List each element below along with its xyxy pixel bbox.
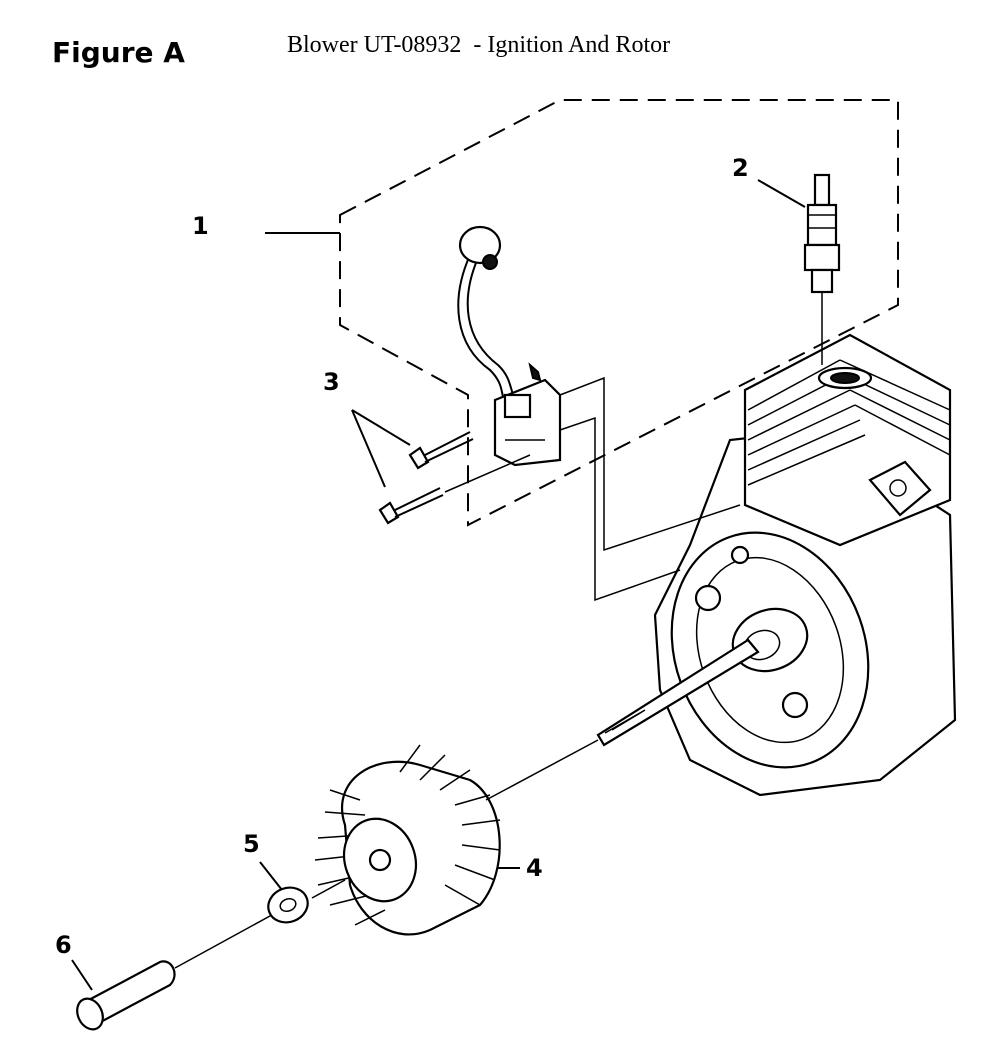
figure-label: Figure A (52, 36, 185, 69)
diagram-title: Blower UT-08932 - Ignition And Rotor (287, 32, 671, 58)
callout-4: 4 (526, 854, 543, 882)
callout-3: 3 (323, 368, 340, 396)
nut-icon (76, 960, 176, 1031)
leader-line-3b (351, 409, 386, 488)
screw-icon (378, 431, 474, 525)
washer-icon (267, 886, 309, 924)
leader-line-2 (757, 179, 806, 208)
engine-block-icon (596, 333, 957, 797)
ignition-coil-icon (457, 225, 562, 467)
spark-plug-icon (803, 173, 841, 365)
callout-2: 2 (732, 154, 749, 182)
leader-line-5 (259, 861, 283, 891)
callout-5: 5 (243, 830, 260, 858)
flywheel-rotor-icon (314, 744, 501, 936)
screw-alignment-line (444, 454, 531, 493)
callout-6: 6 (55, 931, 72, 959)
ignition-kit-boundary (339, 99, 899, 527)
coil-alignment-lines (559, 376, 741, 602)
leader-line-3a (351, 409, 411, 446)
callout-1: 1 (192, 212, 209, 240)
leader-line-6 (71, 959, 93, 991)
